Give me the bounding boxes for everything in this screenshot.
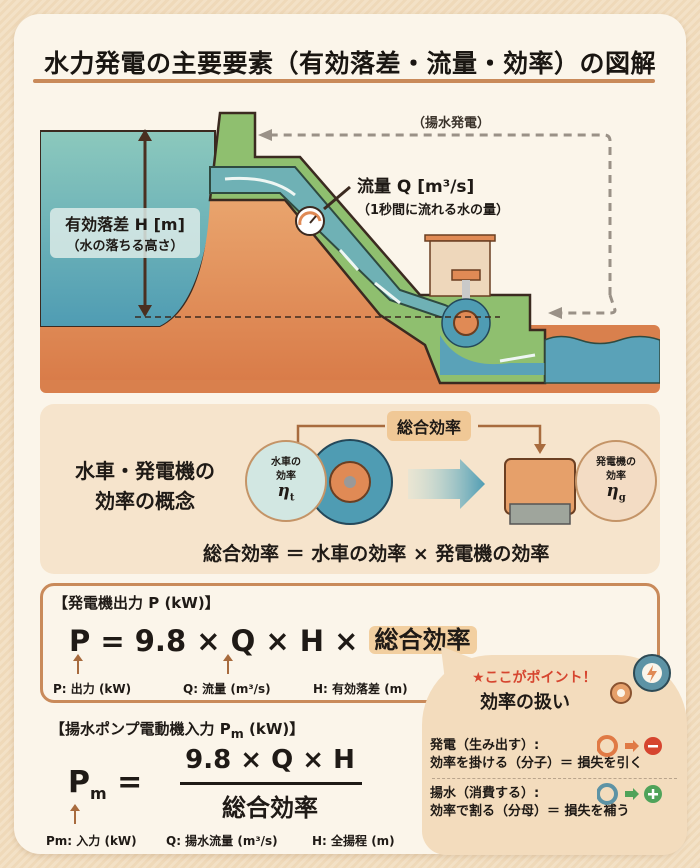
hydro-scene xyxy=(40,105,660,395)
efficiency-flow-illustration xyxy=(296,424,576,525)
generator-output-equation: P = 9.8 × Q × H × 総合効率 xyxy=(69,620,477,658)
key-point-star: ★ここがポイント！ xyxy=(472,670,597,686)
overall-efficiency-chip: 総合効率 xyxy=(387,411,472,441)
efficiency-concept-panel: 水車・発電機の 効率の概念 総合効率 水車の 効率 ηt 発電機の 効率 ηg … xyxy=(40,404,660,574)
pump-input-lhs: Pm = xyxy=(68,765,143,803)
effective-head-label: 有効落差 H [m] （水の落ちる高さ） xyxy=(50,208,200,258)
divider xyxy=(432,778,677,779)
overall-efficiency-formula: 総合効率 ＝ 水車の効率 × 発電機の効率 xyxy=(203,543,550,565)
pump-input-denominator: 総合効率 xyxy=(222,794,318,822)
generator-output-title: 【発電機出力 P (kW)】 xyxy=(53,594,220,612)
pumped-storage-label: （揚水発電） xyxy=(412,116,491,131)
flow-meter-gauge-icon xyxy=(295,206,325,236)
gear-plus-icon xyxy=(597,783,662,805)
flow-rate-label: 流量 Q [m³/s] （1秒間に流れる水の量） xyxy=(357,177,510,218)
generator-output-box: 【発電機出力 P (kW)】 P = 9.8 × Q × H × 総合効率 P:… xyxy=(40,583,660,703)
gear-minus-icon xyxy=(597,735,662,757)
key-point-heading: 効率の扱い xyxy=(480,692,570,713)
title-underline xyxy=(33,79,655,83)
dam-cross-section-illustration xyxy=(40,111,660,393)
turbine-icon xyxy=(441,298,491,348)
turbine-runner-icon xyxy=(307,439,393,525)
pump-input-box: 【揚水ポンプ電動機入力 Pm (kW)】 Pm = 9.8 × Q × H 総合… xyxy=(46,720,395,848)
overall-efficiency-highlight: 総合効率 xyxy=(368,626,477,654)
generator-motor-icon xyxy=(504,458,576,525)
generator-efficiency-bubble: 発電機の 効率 ηg xyxy=(575,440,657,522)
gears-lightning-icon xyxy=(610,654,671,704)
arrow-up-icon xyxy=(70,804,80,824)
key-point-callout: ★ここがポイント！ 効率の扱い 発電（生み出す）: 効率を掛ける（分子）＝ 損失… xyxy=(422,654,687,855)
arrow-up-icon xyxy=(223,654,233,674)
turbine-efficiency-bubble: 水車の 効率 ηt xyxy=(245,440,327,522)
page-title: 水力発電の主要要素（有効落差・流量・効率）の図解 xyxy=(44,49,657,78)
fraction-bar xyxy=(180,782,362,785)
arrow-up-icon xyxy=(73,654,83,674)
pump-input-numerator: 9.8 × Q × H xyxy=(185,745,355,775)
efficiency-concept-title: 水車・発電機の 効率の概念 xyxy=(75,459,215,513)
pump-input-title: 【揚水ポンプ電動機入力 Pm (kW)】 xyxy=(50,720,305,741)
